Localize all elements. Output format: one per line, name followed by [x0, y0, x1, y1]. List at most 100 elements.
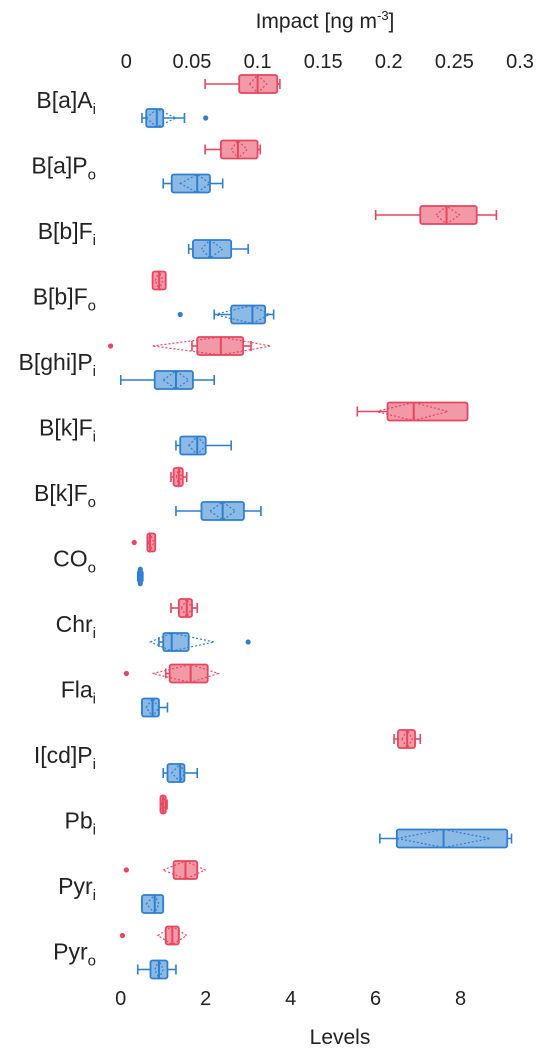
category-labels: B[a]AiB[a]PoB[b]FiB[b]FoB[ghi]PiB[k]FiB[…	[19, 87, 97, 970]
notch	[248, 74, 268, 94]
notch	[178, 173, 211, 194]
levels-box	[187, 239, 249, 259]
impact-box	[108, 336, 271, 356]
category-label: Pyro	[53, 939, 96, 970]
outlier-point	[119, 932, 126, 939]
category-label: Pbi	[65, 808, 96, 839]
notch	[435, 205, 461, 225]
iqr-box	[192, 239, 233, 259]
outlier-point	[123, 867, 129, 873]
notch	[154, 959, 164, 980]
bottom-tick-label: 8	[455, 988, 466, 1010]
outlier-point	[245, 639, 251, 645]
notch	[145, 893, 160, 915]
levels-box	[141, 893, 165, 915]
notch	[154, 270, 164, 291]
impact-box	[393, 728, 422, 750]
levels-box	[175, 501, 262, 521]
category-label: B[ghi]Pi	[19, 349, 97, 380]
levels-box	[119, 370, 215, 390]
bottom-tick-label: 6	[370, 988, 381, 1010]
notch	[187, 435, 207, 456]
iqr-box	[230, 304, 267, 325]
bottom-axis-title: Levels	[310, 1026, 371, 1049]
iqr-box	[419, 205, 478, 225]
levels-box	[136, 959, 177, 980]
impact-box	[123, 663, 221, 684]
notch	[180, 597, 193, 619]
category-label: B[a]Po	[31, 153, 96, 184]
notch	[401, 728, 414, 750]
top-axis-title: Impact [ng m-3]	[256, 8, 395, 33]
outlier-point	[123, 670, 129, 677]
category-label: B[b]Fi	[38, 218, 96, 249]
notch	[208, 501, 237, 521]
impact-box	[119, 925, 188, 946]
category-label: B[a]Ai	[36, 87, 96, 118]
levels-box	[162, 173, 224, 194]
top-tick-label: 0	[121, 51, 132, 73]
notch	[230, 139, 248, 160]
impact-box	[159, 794, 168, 815]
category-label: I[cd]Pi	[34, 742, 96, 773]
impact-box	[356, 401, 469, 422]
iqr-box	[145, 108, 165, 128]
outlier-point	[203, 115, 209, 121]
notch	[162, 370, 190, 390]
notch	[152, 663, 221, 684]
impact-box	[170, 465, 188, 489]
category-label: B[k]Fo	[34, 480, 96, 511]
notch	[145, 697, 160, 718]
levels-box	[141, 108, 209, 128]
iqr-box	[386, 401, 469, 422]
top-tick-label: 0.3	[506, 51, 534, 73]
top-tick-label: 0.25	[435, 51, 474, 73]
impact-box	[131, 531, 157, 554]
levels-box	[379, 828, 513, 849]
notch	[145, 108, 178, 128]
category-label: Chri	[56, 611, 96, 642]
notch	[161, 860, 207, 880]
notch	[200, 239, 224, 259]
iqr-box	[153, 370, 194, 390]
iqr-box	[168, 663, 209, 684]
category-label: B[k]Fi	[39, 415, 96, 446]
levels-box	[175, 435, 232, 456]
impact-box	[204, 74, 281, 94]
notch	[156, 925, 188, 946]
iqr-box	[141, 894, 165, 914]
impact-box	[204, 139, 262, 160]
outlier-point	[131, 539, 137, 546]
iqr-box	[219, 139, 259, 160]
category-label: COo	[53, 546, 96, 577]
notch	[148, 632, 215, 652]
impact-box	[151, 270, 167, 291]
levels-box	[148, 632, 251, 652]
top-tick-label: 0.2	[375, 51, 403, 73]
bottom-tick-label: 0	[115, 988, 126, 1010]
outlier-point	[177, 311, 183, 318]
iqr-box	[179, 435, 207, 456]
impact-box	[123, 860, 207, 880]
category-label: Pyri	[58, 873, 96, 904]
category-label: Flai	[61, 677, 96, 708]
bottom-axis-ticks: 0 2 4 6 8	[115, 988, 466, 1010]
bottom-tick-label: 2	[200, 988, 211, 1010]
iqr-box	[170, 173, 211, 194]
bottom-tick-label: 4	[285, 988, 296, 1010]
iqr-box	[162, 632, 190, 652]
box-series	[108, 74, 513, 980]
impact-box	[374, 205, 498, 225]
iqr-box	[141, 697, 160, 718]
levels-box	[141, 697, 169, 718]
levels-box	[136, 566, 144, 587]
notch	[152, 336, 271, 356]
top-tick-label: 0.05	[173, 51, 212, 73]
notch	[170, 762, 186, 784]
impact-box	[170, 597, 199, 619]
levels-box	[162, 762, 198, 784]
category-label: B[b]Fo	[33, 284, 96, 315]
iqr-box	[395, 828, 509, 849]
